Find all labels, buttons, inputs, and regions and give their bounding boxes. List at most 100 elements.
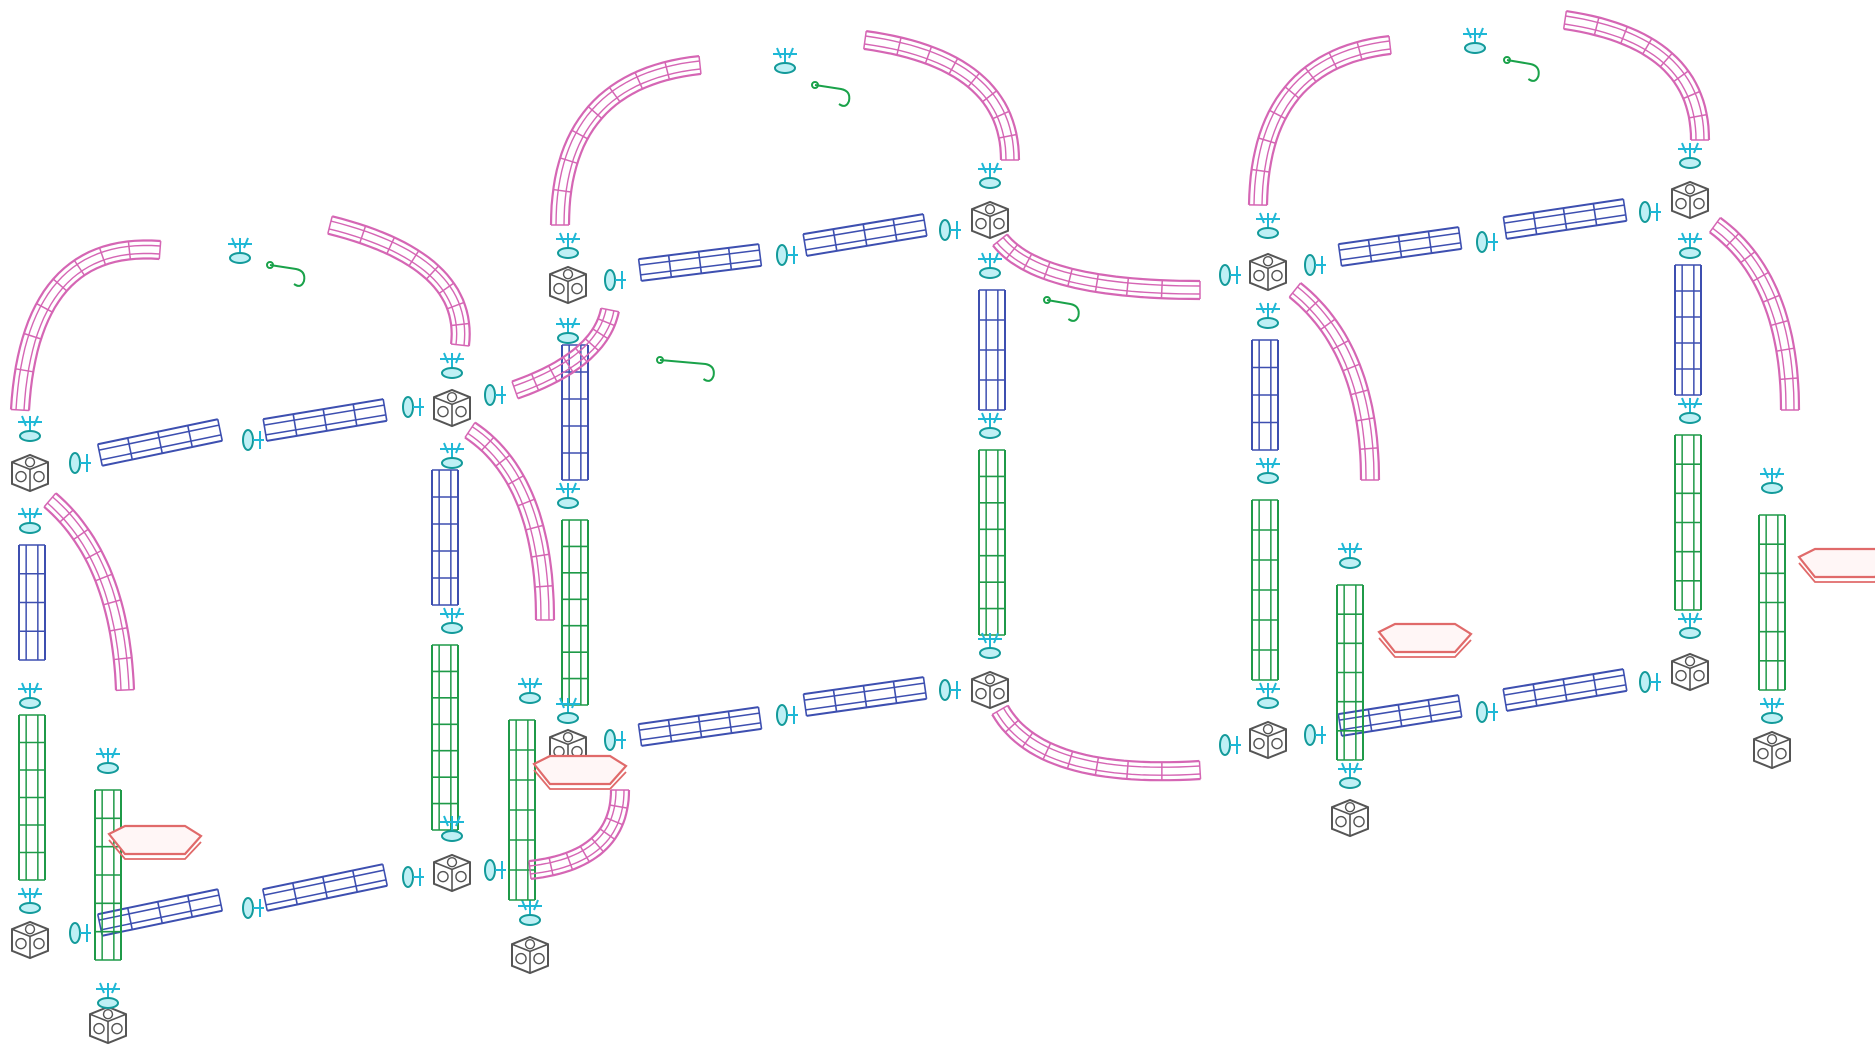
coupler-clamp [440, 815, 464, 842]
curved-truss-segment [1709, 216, 1801, 411]
coupler-clamp [1304, 724, 1326, 746]
straight-truss-segment [94, 789, 122, 961]
coupler-clamp [1463, 27, 1487, 54]
coupler-clamp [773, 47, 797, 74]
display-shelf-plate [1377, 622, 1473, 658]
curved-truss-segment [511, 307, 620, 400]
straight-truss-segment [262, 398, 388, 442]
coupler-clamp [1678, 612, 1702, 639]
coupler-clamp [939, 219, 961, 241]
corner-cube-block [1249, 720, 1287, 760]
straight-truss-segment [1337, 226, 1463, 267]
coupler-clamp [484, 859, 506, 881]
coupler-clamp [1639, 671, 1661, 693]
curved-truss-segment [992, 233, 1201, 301]
coupler-clamp [1678, 397, 1702, 424]
coupler-clamp [484, 384, 506, 406]
coupler-clamp [1678, 232, 1702, 259]
straight-truss-segment [18, 544, 46, 661]
coupler-clamp [604, 269, 626, 291]
straight-truss-segment [637, 243, 763, 282]
coupler-clamp [440, 352, 464, 379]
corner-cube-block [971, 670, 1009, 710]
hanging-hook [1043, 296, 1080, 322]
straight-truss-segment [1674, 264, 1702, 396]
straight-truss-segment [978, 289, 1006, 411]
coupler-clamp [1760, 697, 1784, 724]
corner-cube-block [11, 453, 49, 493]
corner-cube-block [1753, 730, 1791, 770]
straight-truss-segment [431, 469, 459, 606]
straight-truss-segment [261, 863, 389, 912]
coupler-clamp [1639, 201, 1661, 223]
coupler-clamp [1760, 467, 1784, 494]
curved-truss-segment [1562, 10, 1711, 141]
coupler-clamp [776, 244, 798, 266]
straight-truss-segment [561, 519, 589, 706]
coupler-clamp [1476, 701, 1498, 723]
coupler-clamp [939, 679, 961, 701]
corner-cube-block [1671, 180, 1709, 220]
coupler-clamp [556, 232, 580, 259]
coupler-clamp [242, 429, 264, 451]
corner-cube-block [1249, 252, 1287, 292]
coupler-clamp [978, 412, 1002, 439]
straight-truss-segment [508, 719, 536, 901]
corner-cube-block [511, 935, 549, 975]
curved-truss-segment [863, 30, 1021, 161]
coupler-clamp [18, 507, 42, 534]
coupler-clamp [518, 677, 542, 704]
coupler-clamp [1338, 762, 1362, 789]
straight-truss-segment [1758, 514, 1786, 691]
coupler-clamp [1256, 212, 1280, 239]
straight-truss-segment [978, 449, 1006, 636]
straight-truss-segment [1674, 434, 1702, 611]
curved-truss-segment [1288, 282, 1381, 481]
coupler-clamp [1304, 254, 1326, 276]
straight-truss-segment [96, 888, 224, 937]
straight-truss-segment [96, 418, 224, 467]
coupler-clamp [518, 899, 542, 926]
curved-truss-segment [43, 492, 136, 692]
coupler-clamp [1678, 142, 1702, 169]
coupler-clamp [1338, 542, 1362, 569]
coupler-clamp [18, 415, 42, 442]
curved-truss-segment [464, 421, 556, 621]
display-shelf-plate [107, 824, 203, 860]
curved-truss-segment [991, 704, 1202, 782]
coupler-clamp [96, 982, 120, 1009]
coupler-clamp [978, 252, 1002, 279]
straight-truss-segment [1251, 499, 1279, 681]
coupler-clamp [69, 452, 91, 474]
curved-truss-segment [327, 215, 471, 347]
coupler-clamp [1256, 457, 1280, 484]
corner-cube-block [11, 920, 49, 960]
straight-truss-segment [637, 706, 763, 747]
straight-truss-segment [802, 676, 928, 717]
straight-truss-segment [18, 714, 46, 881]
straight-truss-segment [1251, 339, 1279, 451]
coupler-clamp [978, 632, 1002, 659]
coupler-clamp [440, 442, 464, 469]
coupler-clamp [1256, 682, 1280, 709]
coupler-clamp [18, 887, 42, 914]
coupler-clamp [440, 607, 464, 634]
corner-cube-block [433, 853, 471, 893]
coupler-clamp [1476, 231, 1498, 253]
coupler-clamp [96, 747, 120, 774]
hanging-hook [266, 261, 306, 287]
corner-cube-block [1331, 798, 1369, 838]
coupler-clamp [1256, 302, 1280, 329]
display-shelf-plate [532, 754, 628, 790]
hanging-hook [1503, 56, 1540, 82]
coupler-clamp [402, 866, 424, 888]
curved-truss-segment [9, 239, 162, 412]
coupler-clamp [604, 729, 626, 751]
curved-truss-segment [1247, 35, 1392, 206]
straight-truss-segment [1336, 584, 1364, 761]
coupler-clamp [228, 237, 252, 264]
coupler-clamp [556, 482, 580, 509]
coupler-clamp [978, 162, 1002, 189]
corner-cube-block [549, 265, 587, 305]
